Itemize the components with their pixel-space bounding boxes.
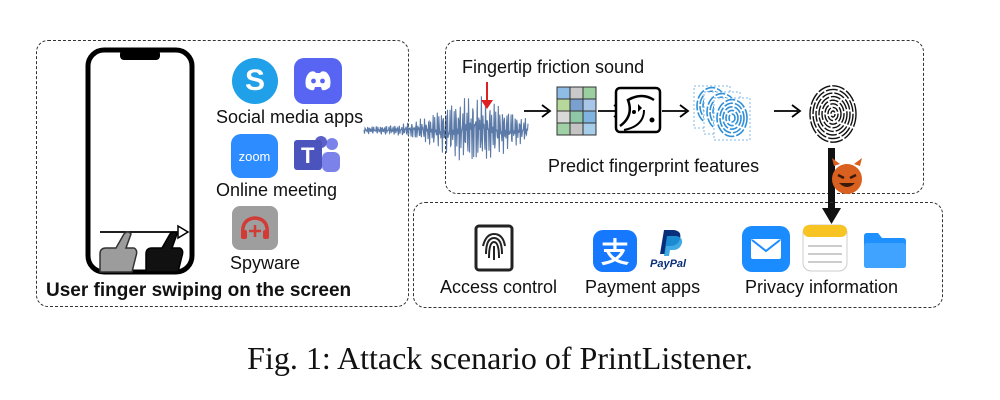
online-meeting-label: Online meeting — [216, 180, 338, 200]
ridge-flow-icon — [614, 86, 662, 134]
hand-black-icon — [145, 231, 184, 273]
social-media-label: Social media apps — [216, 107, 364, 127]
devil-icon — [832, 158, 862, 194]
target-panel — [413, 202, 943, 308]
figure-caption: Fig. 1: Attack scenario of PrintListener… — [247, 340, 753, 376]
notes-icon — [802, 224, 848, 272]
access-control-label: Access control — [440, 277, 558, 297]
swipe-arrow — [100, 224, 190, 240]
final-fingerprint-ridge — [824, 103, 842, 125]
final-fingerprint-ridge — [812, 88, 854, 140]
feature-grid-icon — [556, 86, 597, 136]
discord-glyph — [305, 71, 331, 91]
stacked-fingerprints-icon — [693, 85, 751, 141]
sound-wave — [363, 96, 529, 161]
paypal-p-glyph — [660, 230, 683, 256]
hand-gray-icon — [99, 231, 138, 273]
arrow-to-prints — [662, 104, 690, 118]
friction-sound-label: Fingertip friction sound — [462, 57, 645, 77]
blue-fingerprint-ridge — [722, 105, 742, 130]
final-fingerprint-ridge — [827, 106, 839, 122]
final-fingerprint-ridge — [821, 99, 845, 129]
fingerprint-icon — [809, 85, 857, 143]
final-fingerprint-ridge — [815, 92, 851, 136]
skype-icon: S — [232, 58, 278, 104]
discord-icon — [294, 58, 342, 104]
spyware-glyph — [241, 216, 269, 239]
payment-apps-label: Payment apps — [585, 277, 701, 297]
final-fingerprint-ridge — [830, 110, 836, 118]
arrow-to-grid — [524, 104, 552, 118]
swipe-caption: User finger swiping on the screen — [46, 280, 352, 301]
sound-wave-line — [363, 96, 529, 161]
paypal-icon: PayPal — [648, 228, 694, 274]
thick-down-arrow — [822, 148, 841, 224]
arrow-to-final-print — [774, 104, 802, 118]
mail-icon — [742, 226, 790, 272]
privacy-info-label: Privacy information — [745, 277, 899, 297]
red-down-arrow — [481, 82, 493, 109]
left-panel — [36, 40, 409, 307]
predict-features-label: Predict fingerprint features — [548, 156, 760, 176]
access-control-icon — [474, 224, 514, 272]
blue-fingerprint-ridge — [725, 109, 739, 127]
envelope-glyph — [751, 239, 781, 259]
alipay-icon: 支 — [593, 230, 637, 272]
blue-fingerprint-ridge — [716, 98, 748, 138]
blue-fingerprint-ridge — [719, 102, 745, 134]
folder-icon — [864, 233, 906, 268]
spyware-label: Spyware — [230, 253, 301, 273]
final-fingerprint-ridge — [818, 95, 848, 133]
zoom-icon: zoom — [231, 134, 278, 178]
feature-panel — [445, 40, 924, 194]
blue-fingerprint-ridge — [728, 113, 736, 123]
final-fingerprint-ridge — [809, 85, 857, 143]
phone-illustration — [85, 47, 195, 275]
teams-icon: T — [290, 134, 342, 178]
spyware-icon — [232, 206, 278, 250]
